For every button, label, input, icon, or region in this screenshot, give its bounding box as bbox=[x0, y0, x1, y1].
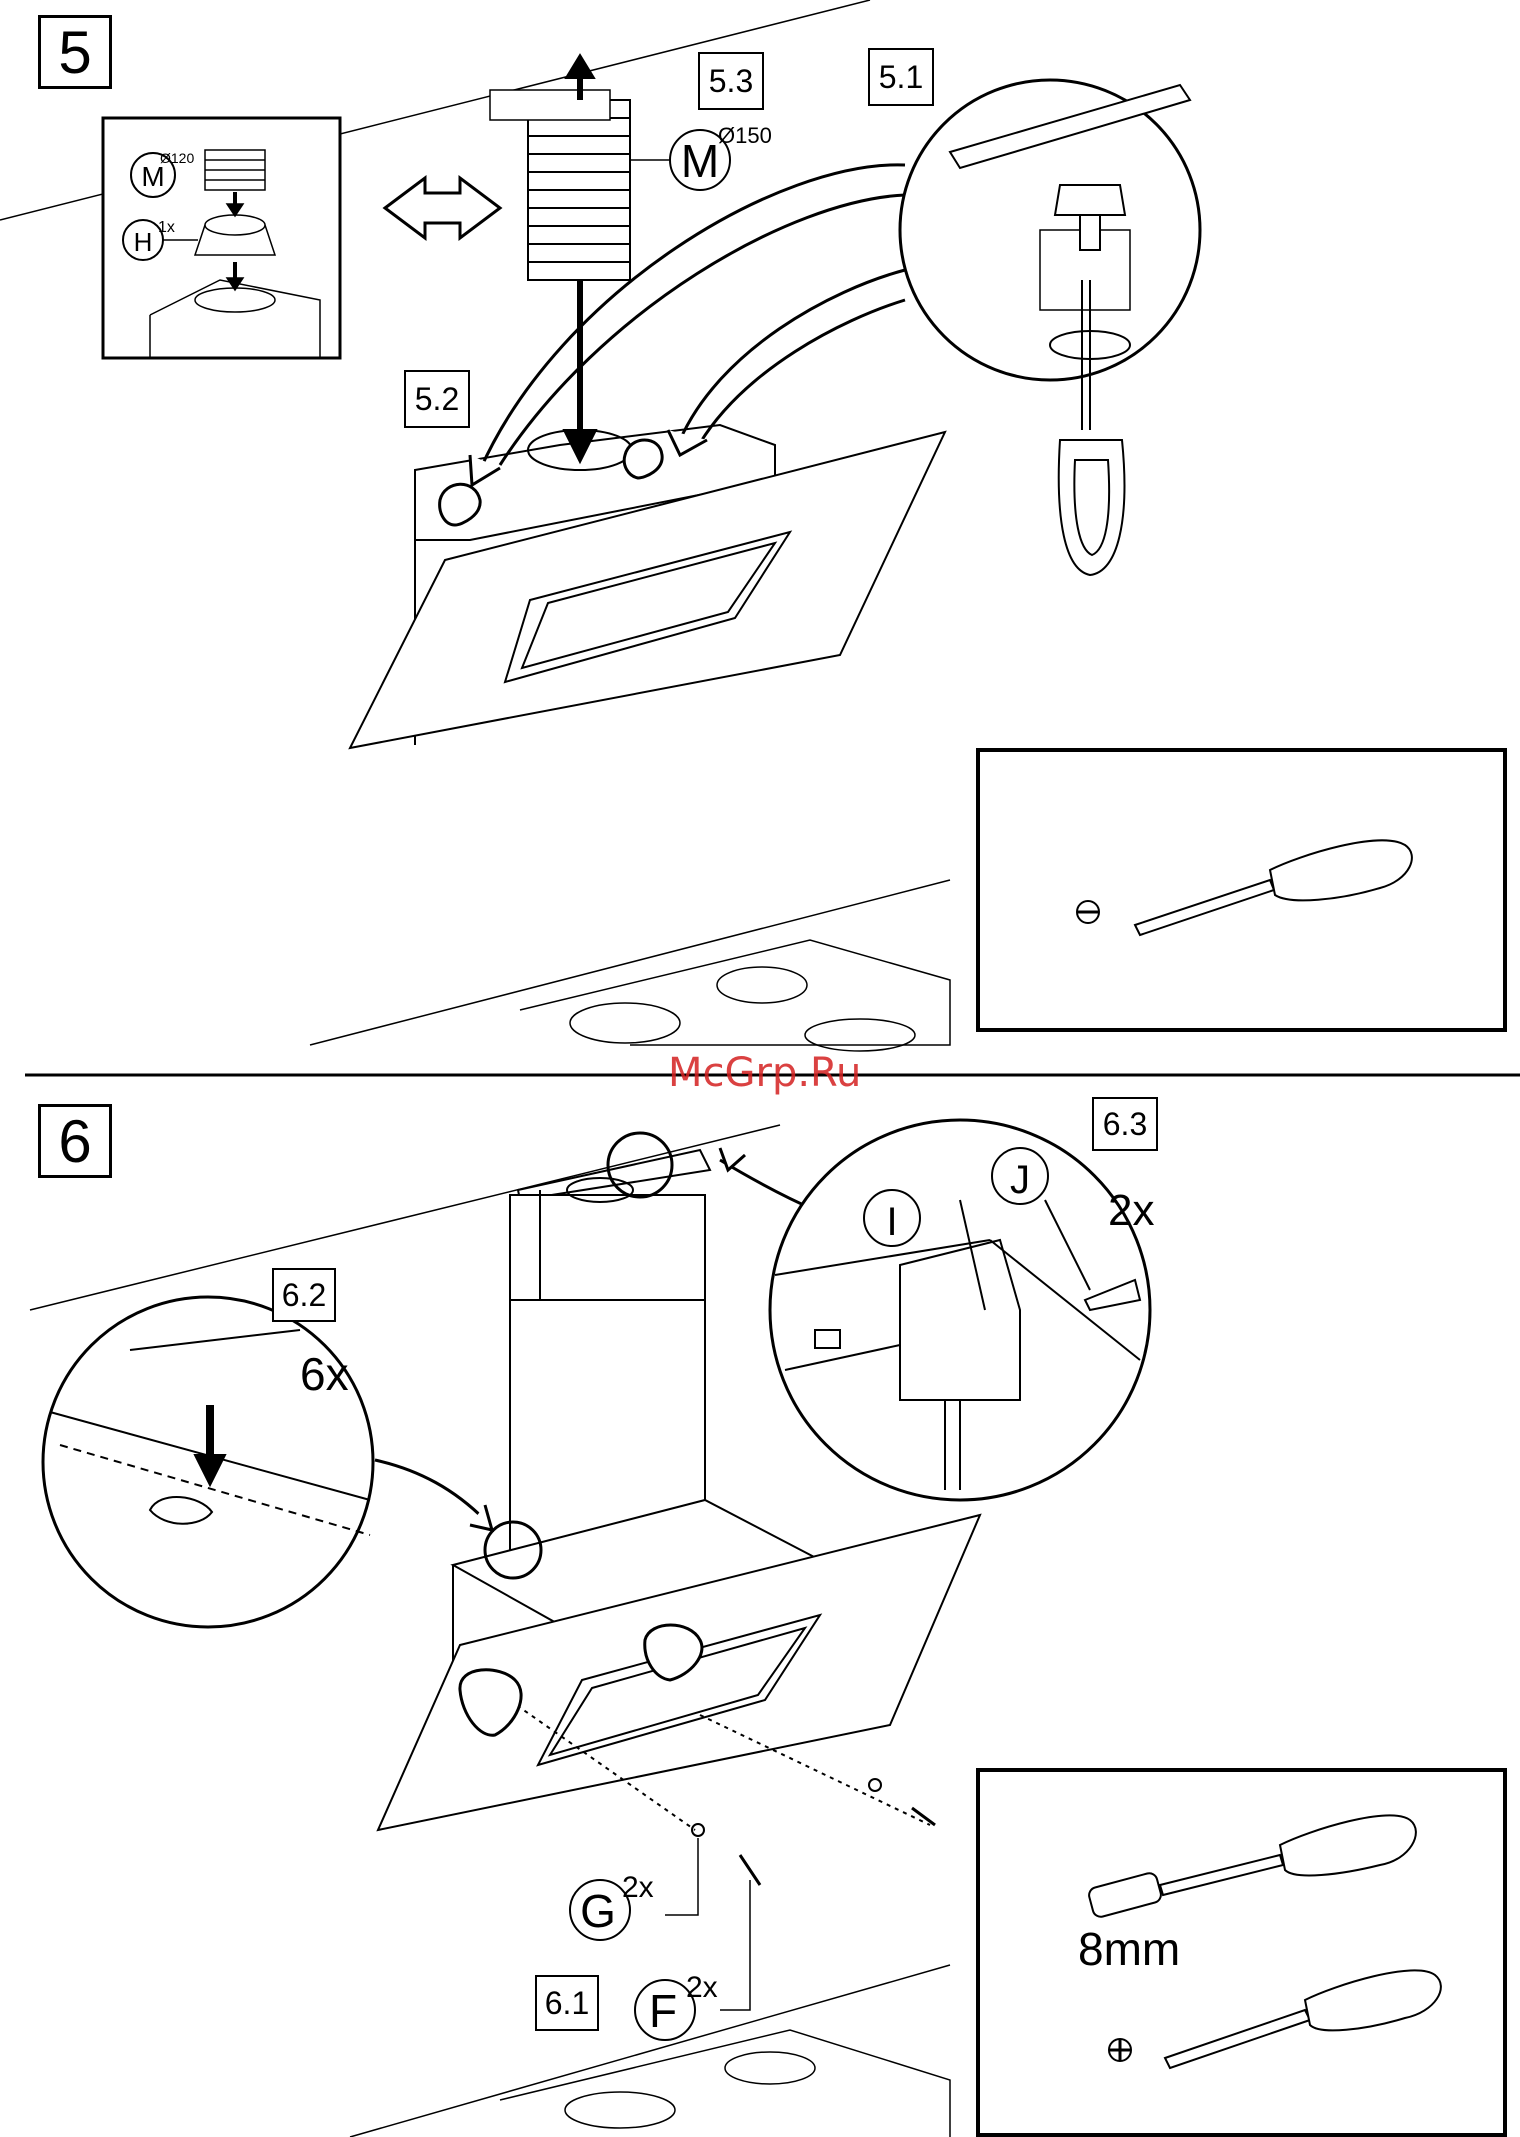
label-5-2: 5.2 bbox=[404, 370, 470, 428]
label-5-1: 5.1 bbox=[868, 48, 934, 106]
phillips-screwdriver-5 bbox=[1059, 440, 1125, 575]
part-i-letter: I bbox=[886, 1200, 897, 1244]
duct-large-letter: M bbox=[681, 135, 719, 187]
duct-150 bbox=[490, 90, 630, 280]
step-5-number: 5 bbox=[38, 15, 112, 89]
double-arrow-icon bbox=[385, 178, 500, 238]
label-5-3: 5.3 bbox=[698, 52, 764, 110]
hob bbox=[520, 940, 950, 1051]
part-j-letter: J bbox=[1010, 1158, 1030, 1202]
duct-large-size: Ø150 bbox=[718, 123, 772, 148]
up-arrow-head bbox=[566, 55, 594, 78]
hob bbox=[500, 2030, 950, 2137]
step-6-number: 6 bbox=[38, 1104, 112, 1178]
adapter-letter: H bbox=[134, 227, 153, 257]
part-g-letter: G bbox=[580, 1885, 616, 1937]
part-f-qty: 2x bbox=[686, 1971, 718, 2004]
tool-box-step6 bbox=[978, 1770, 1505, 2135]
socket-size: 8mm bbox=[1078, 1923, 1180, 1975]
watermark: McGrp.Ru bbox=[668, 1050, 861, 1096]
adapter-qty: 1x bbox=[158, 219, 175, 236]
label-6-1: 6.1 bbox=[535, 1975, 599, 2031]
label-6-2: 6.2 bbox=[272, 1268, 336, 1322]
chimney bbox=[510, 1150, 710, 1560]
screws-qty: 2x bbox=[1108, 1186, 1154, 1235]
wall-line bbox=[310, 880, 950, 1045]
label-6-3: 6.3 bbox=[1092, 1097, 1158, 1151]
clips-qty: 6x bbox=[300, 1348, 349, 1400]
part-f-letter: F bbox=[649, 1985, 677, 2037]
part-g-qty: 2x bbox=[622, 1871, 654, 1904]
duct-small-size: Ø120 bbox=[160, 150, 194, 166]
